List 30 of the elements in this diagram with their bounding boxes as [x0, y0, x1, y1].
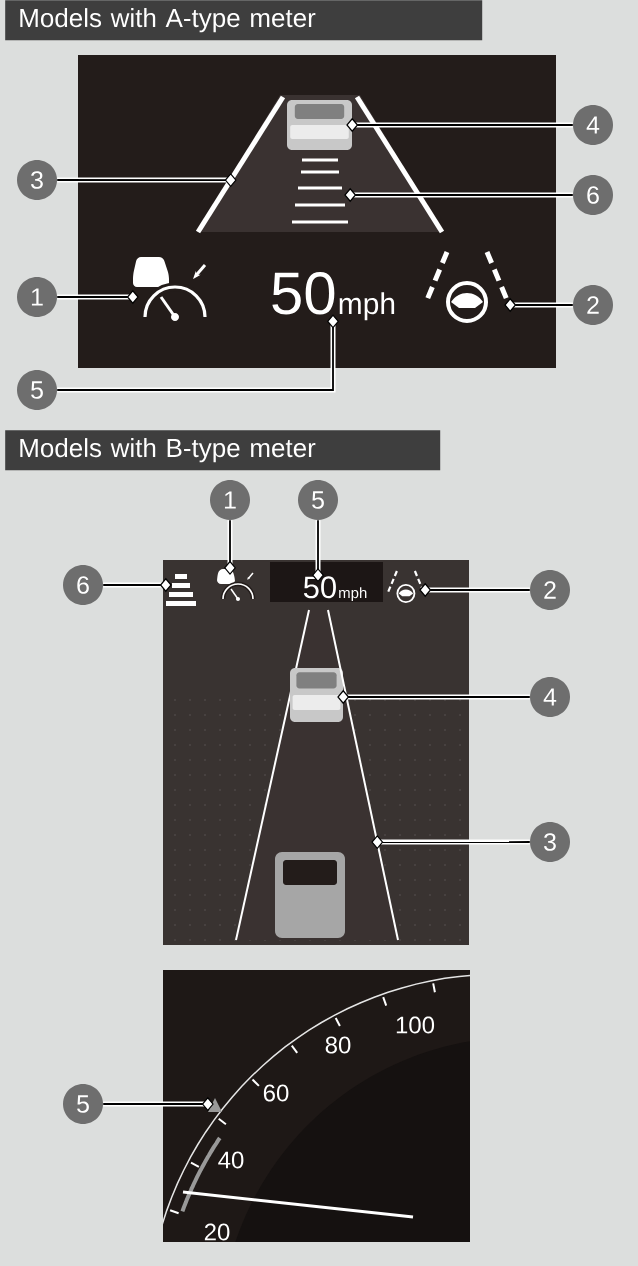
callout-number: 3 — [17, 160, 57, 200]
car-drawing — [290, 668, 343, 722]
callout-number: 2 — [573, 285, 613, 325]
callout-number: 6 — [573, 175, 613, 215]
tick-label: 80 — [325, 1036, 351, 1054]
callout-number: 2 — [530, 570, 570, 610]
tick-label: 20 — [204, 1223, 230, 1241]
callout-number: 5 — [298, 480, 338, 520]
car-drawing — [287, 100, 352, 150]
tick-label: 100 — [396, 1016, 435, 1034]
section-heading: Models with A-type meter — [5, 0, 483, 41]
lane-line — [327, 609, 399, 941]
callout-number: 6 — [63, 565, 103, 605]
section-heading: Models with B-type meter — [5, 430, 441, 471]
callout-number: 5 — [63, 1084, 103, 1124]
tick-label: 40 — [218, 1151, 244, 1169]
callout-number: 3 — [530, 822, 570, 862]
callout-number: 4 — [573, 105, 613, 145]
callout-number: 4 — [530, 677, 570, 717]
callout-number: 5 — [17, 370, 57, 410]
lane-line — [195, 95, 286, 234]
callout-number: 1 — [17, 277, 57, 317]
lane-keeping-icon — [424, 251, 510, 323]
speed-marker — [208, 1098, 222, 1112]
car-speedometer-icon — [133, 257, 210, 321]
distance-bars-drawing — [292, 158, 348, 224]
car-speedometer-icon — [217, 569, 256, 601]
tick-label: 60 — [263, 1084, 289, 1102]
callout-number: 1 — [210, 480, 250, 520]
lane-icon — [166, 574, 196, 606]
